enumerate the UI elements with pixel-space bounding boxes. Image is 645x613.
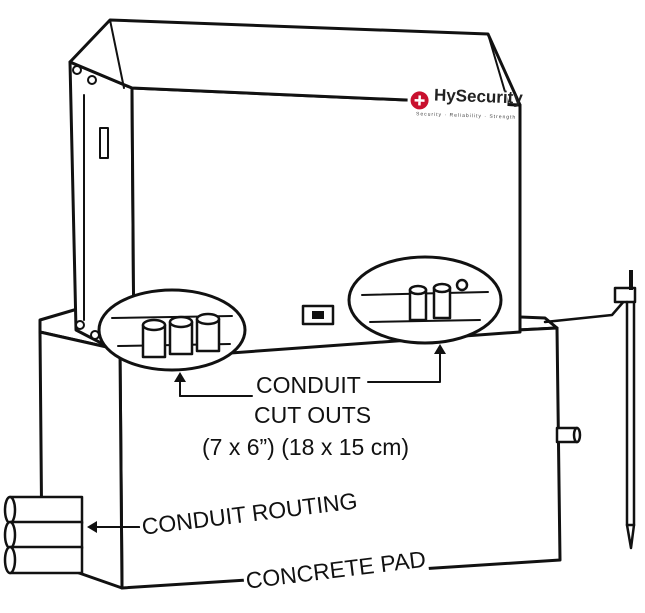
callout-conduit-line1: CONDUIT (254, 372, 363, 398)
right-cutout (347, 255, 503, 345)
hysecurity-logo (406, 88, 508, 124)
callout-conduit-line3: (7 x 6”) (18 x 15 cm) (200, 434, 412, 460)
right-conduit-stub (555, 426, 582, 444)
ground-rod (543, 270, 637, 550)
brand-logo-text: HySecurity (433, 85, 524, 108)
callout-conduit-line2: CUT OUTS (252, 402, 374, 428)
callout-leaders (92, 351, 441, 528)
right-conduit-pipes (408, 278, 469, 322)
left-conduit-pipes (141, 312, 221, 359)
callout-arrowheads (87, 344, 446, 533)
left-cutout (97, 288, 247, 372)
left-routing-pipes (3, 495, 84, 575)
